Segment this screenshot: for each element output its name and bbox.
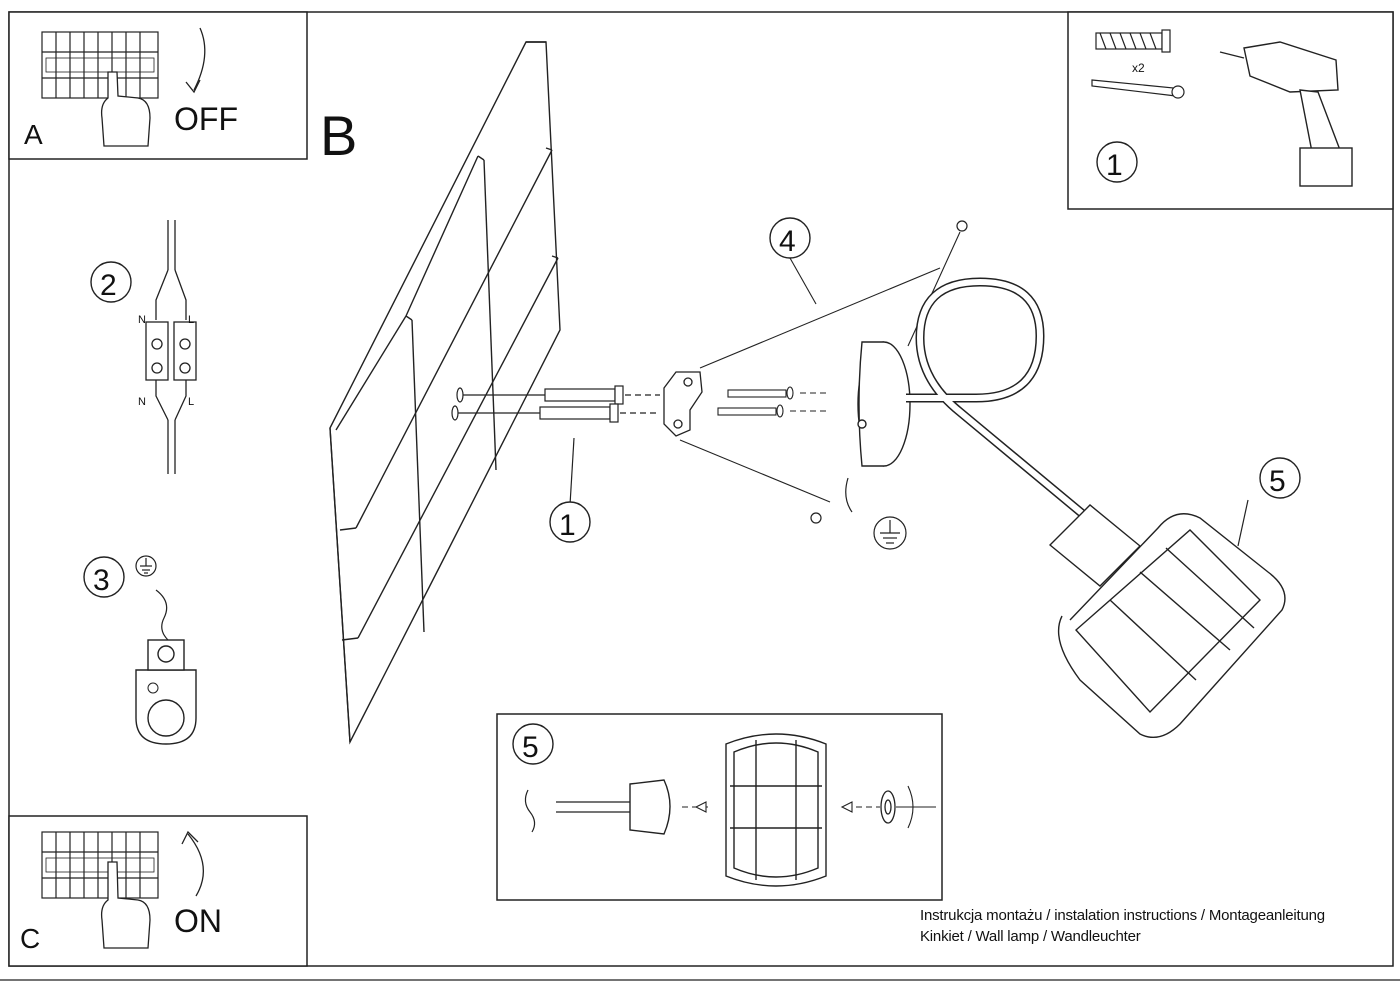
wall-illustration [329, 41, 561, 745]
ring-nut-icon [880, 790, 896, 824]
cap-nut-icon [956, 220, 968, 232]
live-label-bottom: L [188, 396, 194, 408]
step-3-number: 3 [93, 564, 110, 597]
lamp-assembly [857, 277, 1286, 738]
panel-c: C ON [8, 815, 308, 967]
sheet-border [8, 11, 1394, 967]
step-4-callout: 4 [779, 225, 796, 258]
cap-nut-icon [810, 512, 822, 524]
breaker-box-icon [41, 31, 159, 99]
wall-anchors [451, 385, 660, 423]
panel-a: A OFF [8, 11, 308, 160]
rotate-arrow-icon [907, 785, 914, 829]
arrow-down-icon [193, 27, 206, 91]
ground-symbol-icon [873, 516, 907, 550]
quantity-label: x2 [1132, 61, 1145, 75]
neutral-label-top: N [138, 314, 146, 326]
step-2-wiring: 2 N L N L [90, 220, 197, 474]
mounting-bracket [663, 371, 703, 437]
wire-icon [155, 220, 187, 474]
neutral-label-bottom: N [138, 396, 146, 408]
screw-icon [1091, 79, 1185, 99]
panel-a-letter: A [24, 119, 43, 150]
step-3-ground: 3 [83, 555, 197, 745]
step-2-number: 2 [100, 269, 117, 302]
step-1-number: 1 [1106, 149, 1123, 182]
step-5-inset-number: 5 [522, 731, 539, 764]
breaker-box-icon [41, 831, 159, 899]
bracket-screws [717, 386, 830, 418]
hand-icon [100, 861, 151, 949]
footer-line-1: Instrukcja montażu / instalation instruc… [920, 907, 1325, 924]
on-label: ON [174, 903, 222, 939]
ground-symbol-icon [135, 555, 157, 577]
hand-icon [100, 71, 151, 147]
footer-line-2: Kinkiet / Wall lamp / Wandleuchter [920, 928, 1141, 945]
step-5-callout: 5 [1269, 465, 1286, 498]
inset-step-5: 5 [496, 713, 943, 901]
drill-icon [1219, 41, 1353, 187]
off-label: OFF [174, 101, 238, 137]
step-1-callout: 1 [559, 509, 576, 542]
live-label-top: L [188, 314, 194, 326]
tools-panel: x2 1 [1067, 11, 1394, 210]
footer-caption: Instrukcja montażu / instalation instruc… [920, 905, 1325, 947]
anchor-icon [1095, 29, 1171, 53]
arrow-up-icon [187, 833, 204, 897]
cage-shade-icon [725, 733, 827, 887]
panel-c-letter: C [20, 923, 40, 954]
terminal-block-icon [145, 321, 197, 381]
panel-b-letter: B [320, 104, 357, 167]
lamp-socket-icon [629, 779, 671, 835]
